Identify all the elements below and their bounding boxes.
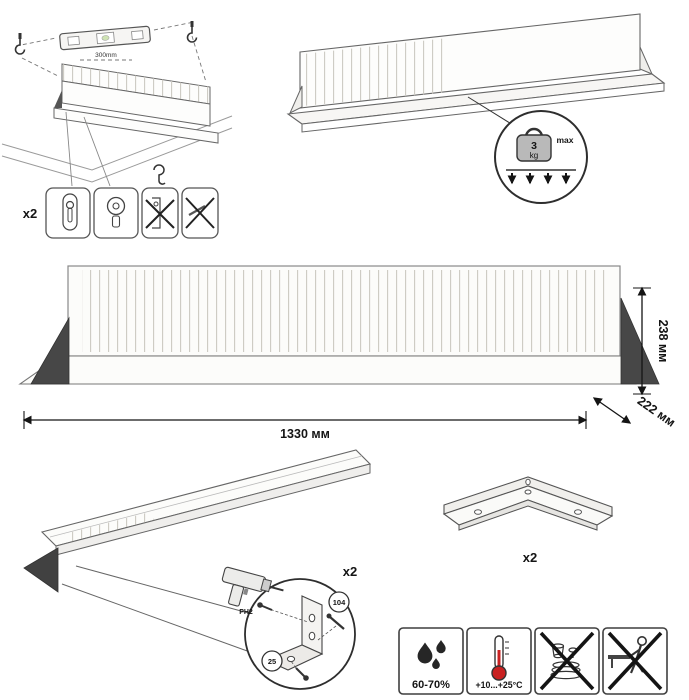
- fastener-box-hanger: [93, 187, 139, 239]
- leader-line: [65, 111, 73, 187]
- screw-icons: [257, 602, 345, 681]
- load-limit-callout: 3 kg max: [494, 110, 588, 204]
- height-label: 238 мм: [656, 320, 670, 363]
- load-arrows: [507, 173, 571, 185]
- bracket-hole: [308, 631, 316, 641]
- bit-label: PH2: [239, 609, 253, 616]
- width-label: 1330 мм: [280, 427, 330, 441]
- panel-shelf-strip: [53, 107, 219, 144]
- wall-hook-right-icon: [186, 21, 198, 43]
- no-climbing-icon: [607, 631, 663, 691]
- level-bubble: [101, 35, 110, 41]
- wall-hook-left-icon: [14, 33, 26, 55]
- level-dimension-label: 300mm: [95, 52, 117, 59]
- drill-icon: [221, 566, 284, 607]
- fastener-options: x2: [23, 164, 219, 239]
- fastener-qty-label: x2: [23, 206, 37, 221]
- humidity-box: [398, 627, 464, 695]
- panel-perspective: [53, 63, 219, 144]
- callout-leader: [467, 96, 514, 126]
- depth-label: 222 мм: [635, 394, 678, 430]
- bracket-part-diagram: x2: [442, 476, 614, 565]
- keyhole-plate-icon: [62, 193, 78, 231]
- panel-groove-line: [49, 455, 363, 538]
- shelf-front-face: [301, 82, 665, 133]
- panel-slat-texture: [62, 64, 210, 104]
- bracket-hole: [525, 478, 531, 486]
- front-slat-texture: [82, 270, 606, 352]
- depth-dimension: 222 мм: [592, 394, 678, 430]
- bracket-wall-plate: [301, 595, 323, 655]
- s-hook-icon: [153, 164, 166, 185]
- bracket-qty-label: x2: [523, 550, 537, 565]
- alignment-guides: [15, 21, 207, 83]
- max-label: max: [556, 135, 573, 145]
- right-bracket: [639, 46, 653, 75]
- detail-leader: [61, 583, 251, 653]
- left-support-front: [30, 316, 70, 385]
- width-dimension: 1330 мм: [22, 411, 588, 441]
- assembly-diagram: PH2 x2 104 25: [23, 449, 372, 690]
- bracket-hole: [286, 655, 296, 663]
- bracket-front-edge: [458, 499, 598, 531]
- weight-unit: kg: [530, 151, 538, 160]
- callout-badge: [261, 650, 283, 672]
- forbidden-screw-icon: [185, 197, 215, 229]
- no-dishes-icon: [539, 631, 595, 691]
- slat-texture: [303, 38, 448, 106]
- callout-bottom-label: 25: [268, 657, 276, 666]
- front-shelf-board: [18, 355, 637, 385]
- humidity-label: 60-70%: [412, 679, 450, 691]
- bracket-hole: [524, 489, 532, 495]
- humidity-drops-icon: [417, 640, 446, 669]
- wall-mounting-diagram: 300mm x2: [1, 21, 233, 239]
- end-support-iso: [23, 547, 59, 593]
- left-bracket: [288, 85, 303, 115]
- shelf-overview-isometric: 3 kg max: [286, 13, 666, 204]
- callout-badge: [328, 591, 350, 613]
- front-view-dimensioned: 1330 мм 238 мм 222 мм: [18, 265, 678, 441]
- bracket-hole: [474, 509, 482, 515]
- thermometer-icon: [491, 635, 509, 681]
- level-vial-right: [131, 30, 144, 41]
- usage-condition-icons: 60-70% +10...+25°C: [398, 627, 668, 695]
- panel-edge-strip: [55, 463, 371, 556]
- temperature-label: +10...+25°C: [475, 680, 523, 690]
- round-hanger-icon: [106, 196, 126, 228]
- detail-leader: [75, 565, 253, 615]
- bracket-hole: [308, 613, 316, 623]
- assembly-qty-label: x2: [343, 564, 357, 579]
- bracket-hole: [574, 509, 582, 515]
- leader-line: [83, 116, 111, 187]
- level-vial-left: [67, 35, 80, 46]
- weight-value: 3: [531, 140, 537, 152]
- callout-top-label: 104: [333, 598, 346, 607]
- right-support-front: [620, 297, 660, 385]
- weight-icon: [516, 134, 552, 162]
- spirit-level: [59, 25, 151, 51]
- height-dimension: 238 мм: [633, 286, 670, 396]
- forbidden-bracket-icon: [145, 197, 175, 229]
- baseboard-line: [1, 127, 233, 183]
- panel-left-support: [54, 90, 62, 108]
